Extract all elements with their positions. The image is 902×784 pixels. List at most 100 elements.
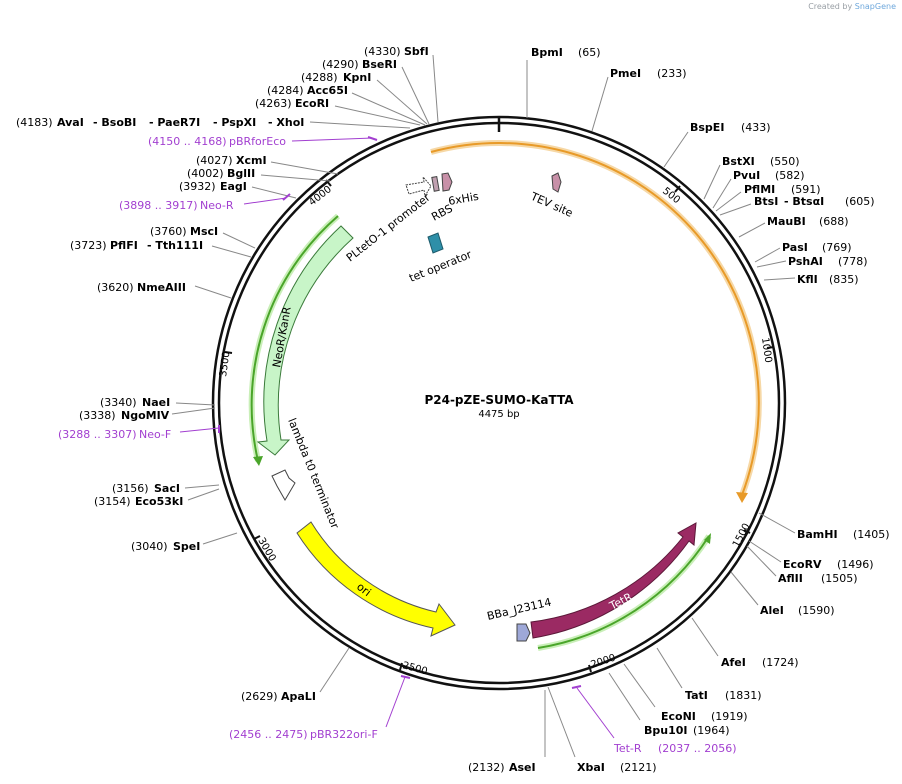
tick-label-1000: 1000 — [759, 337, 773, 364]
site-econi: EcoNI — [661, 710, 696, 723]
site-afei: AfeI — [721, 656, 746, 669]
site-bamhi: BamHI — [797, 528, 838, 541]
site-tati-pos: (1831) — [725, 689, 762, 702]
site-pvui: PvuI — [733, 169, 760, 182]
orf-arc-green-left-line — [250, 215, 339, 462]
site-msci: MscI — [190, 225, 218, 238]
primer-tetr-name: Tet-R — [613, 742, 642, 755]
orf-arc-orange-line — [430, 142, 760, 496]
site-bpu10i-pos: (1964) — [693, 724, 730, 737]
site-xcmi-pos: (4027) — [196, 154, 233, 167]
credit-prefix: Created by — [808, 2, 853, 11]
site-pasi-pos: (769) — [822, 241, 852, 254]
site-alei-pos: (1590) — [798, 604, 835, 617]
site-kpni: KpnI — [343, 71, 371, 84]
site-spei: SpeI — [173, 540, 200, 553]
site-pflmi-pos: (591) — [791, 183, 821, 196]
primer-neof: Neo-F — [139, 428, 171, 441]
site-avai-pos: (4183) — [16, 116, 53, 129]
site-maubi-pos: (688) — [819, 215, 849, 228]
orf-arc-orange-head — [736, 492, 748, 503]
site-bspei-pos: (433) — [741, 121, 771, 134]
site-xcmi: XcmI — [236, 154, 267, 167]
backbone-outer — [211, 115, 787, 691]
site-pmei-pos: (233) — [657, 67, 687, 80]
site-ecori-pos: (4263) — [255, 97, 292, 110]
sites-right: BpmI (65) PmeI (233) BspEI (433) BstXI (… — [526, 46, 890, 774]
site-kpni-pos: (4288) — [301, 71, 338, 84]
site-naei: NaeI — [142, 396, 170, 409]
site-bstxi-pos: (550) — [770, 155, 800, 168]
site-btsi-pos: (605) — [845, 195, 875, 208]
site-bstxi: BstXI — [722, 155, 755, 168]
site-pasi: PasI — [782, 241, 808, 254]
site-saci-pos: (3156) — [112, 482, 149, 495]
site-pmei: PmeI — [610, 67, 641, 80]
ori-feature — [296, 521, 456, 637]
site-eagi: EagI — [220, 180, 247, 193]
his-tag — [441, 172, 453, 192]
bba-promoter — [516, 623, 531, 642]
site-bpmi: BpmI — [531, 46, 563, 59]
site-apali: ApaLI — [281, 690, 316, 703]
pltet-promoter-arrow — [405, 175, 432, 198]
orf-arc-orange — [430, 140, 762, 497]
site-bspei: BspEI — [690, 121, 724, 134]
site-bsobi: - BsoBI — [93, 116, 136, 129]
site-pshai: PshAI — [788, 255, 823, 268]
site-eco53ki-pos: (3154) — [94, 495, 131, 508]
tick-label-3500: 3500 — [218, 351, 232, 378]
site-sbfi-pos: (4330) — [364, 45, 401, 58]
site-eco53ki: Eco53kI — [135, 495, 183, 508]
primer-neor-range: (3898 .. 3917) — [119, 199, 198, 212]
site-tth111i: - Tth111I — [147, 239, 203, 252]
plasmid-name: P24-pZE-SUMO-KaTTA — [424, 393, 574, 407]
site-pflfi: PflFI — [110, 239, 138, 252]
site-btsai: - BtsαI — [784, 195, 824, 208]
site-avai: AvaI — [57, 116, 84, 129]
site-eagi-pos: (3932) — [179, 180, 216, 193]
site-maubi: MauBI — [767, 215, 806, 228]
primer-tetr-range: (2037 .. 2056) — [658, 742, 737, 755]
primer-pbrforeco-range: (4150 .. 4168) — [148, 135, 227, 148]
site-afei-pos: (1724) — [762, 656, 799, 669]
site-naei-pos: (3340) — [100, 396, 137, 409]
site-bglii: BglII — [227, 167, 255, 180]
site-pspxi: - PspXI — [213, 116, 256, 129]
tick-label-1500: 1500 — [731, 522, 753, 550]
site-acc65i: Acc65I — [307, 84, 348, 97]
site-ecori: EcoRI — [295, 97, 329, 110]
tev-site — [551, 172, 562, 193]
site-xbai-pos: (2121) — [620, 761, 657, 774]
site-nmeaiii-pos: (3620) — [97, 281, 134, 294]
tev-label: TEV site — [528, 189, 575, 220]
tick-label-2500: 2500 — [401, 660, 428, 677]
credit-brand: SnapGene — [854, 2, 896, 11]
rbs-mark — [431, 176, 440, 192]
site-paer7i: - PaeR7I — [149, 116, 200, 129]
site-kfli-pos: (835) — [829, 273, 859, 286]
site-nmeaiii: NmeAIII — [137, 281, 186, 294]
primer-pbr322ori-range: (2456 .. 2475) — [229, 728, 308, 741]
site-bpmi-pos: (65) — [578, 46, 601, 59]
site-xbai: XbaI — [577, 761, 605, 774]
tick-marks — [224, 179, 775, 673]
site-spei-pos: (3040) — [131, 540, 168, 553]
site-xhoi: - XhoI — [268, 116, 304, 129]
site-msci-pos: (3760) — [150, 225, 187, 238]
site-bglii-pos: (4002) — [187, 167, 224, 180]
site-bpu10i: Bpu10I — [644, 724, 688, 737]
orf-arc-green-left-head — [253, 456, 263, 466]
neo-kanr-feature — [256, 225, 354, 456]
site-acc65i-pos: (4284) — [267, 84, 304, 97]
tet-operator — [427, 232, 444, 254]
terminator-arrow — [271, 469, 296, 501]
site-ngomiv-pos: (3338) — [79, 409, 116, 422]
site-asei-pos: (2132) — [468, 761, 505, 774]
site-asei: AseI — [509, 761, 536, 774]
site-pvui-pos: (582) — [775, 169, 805, 182]
site-ecorv: EcoRV — [783, 558, 822, 571]
site-saci: SacI — [154, 482, 180, 495]
terminator-label: lambda t0 terminator — [285, 416, 341, 531]
